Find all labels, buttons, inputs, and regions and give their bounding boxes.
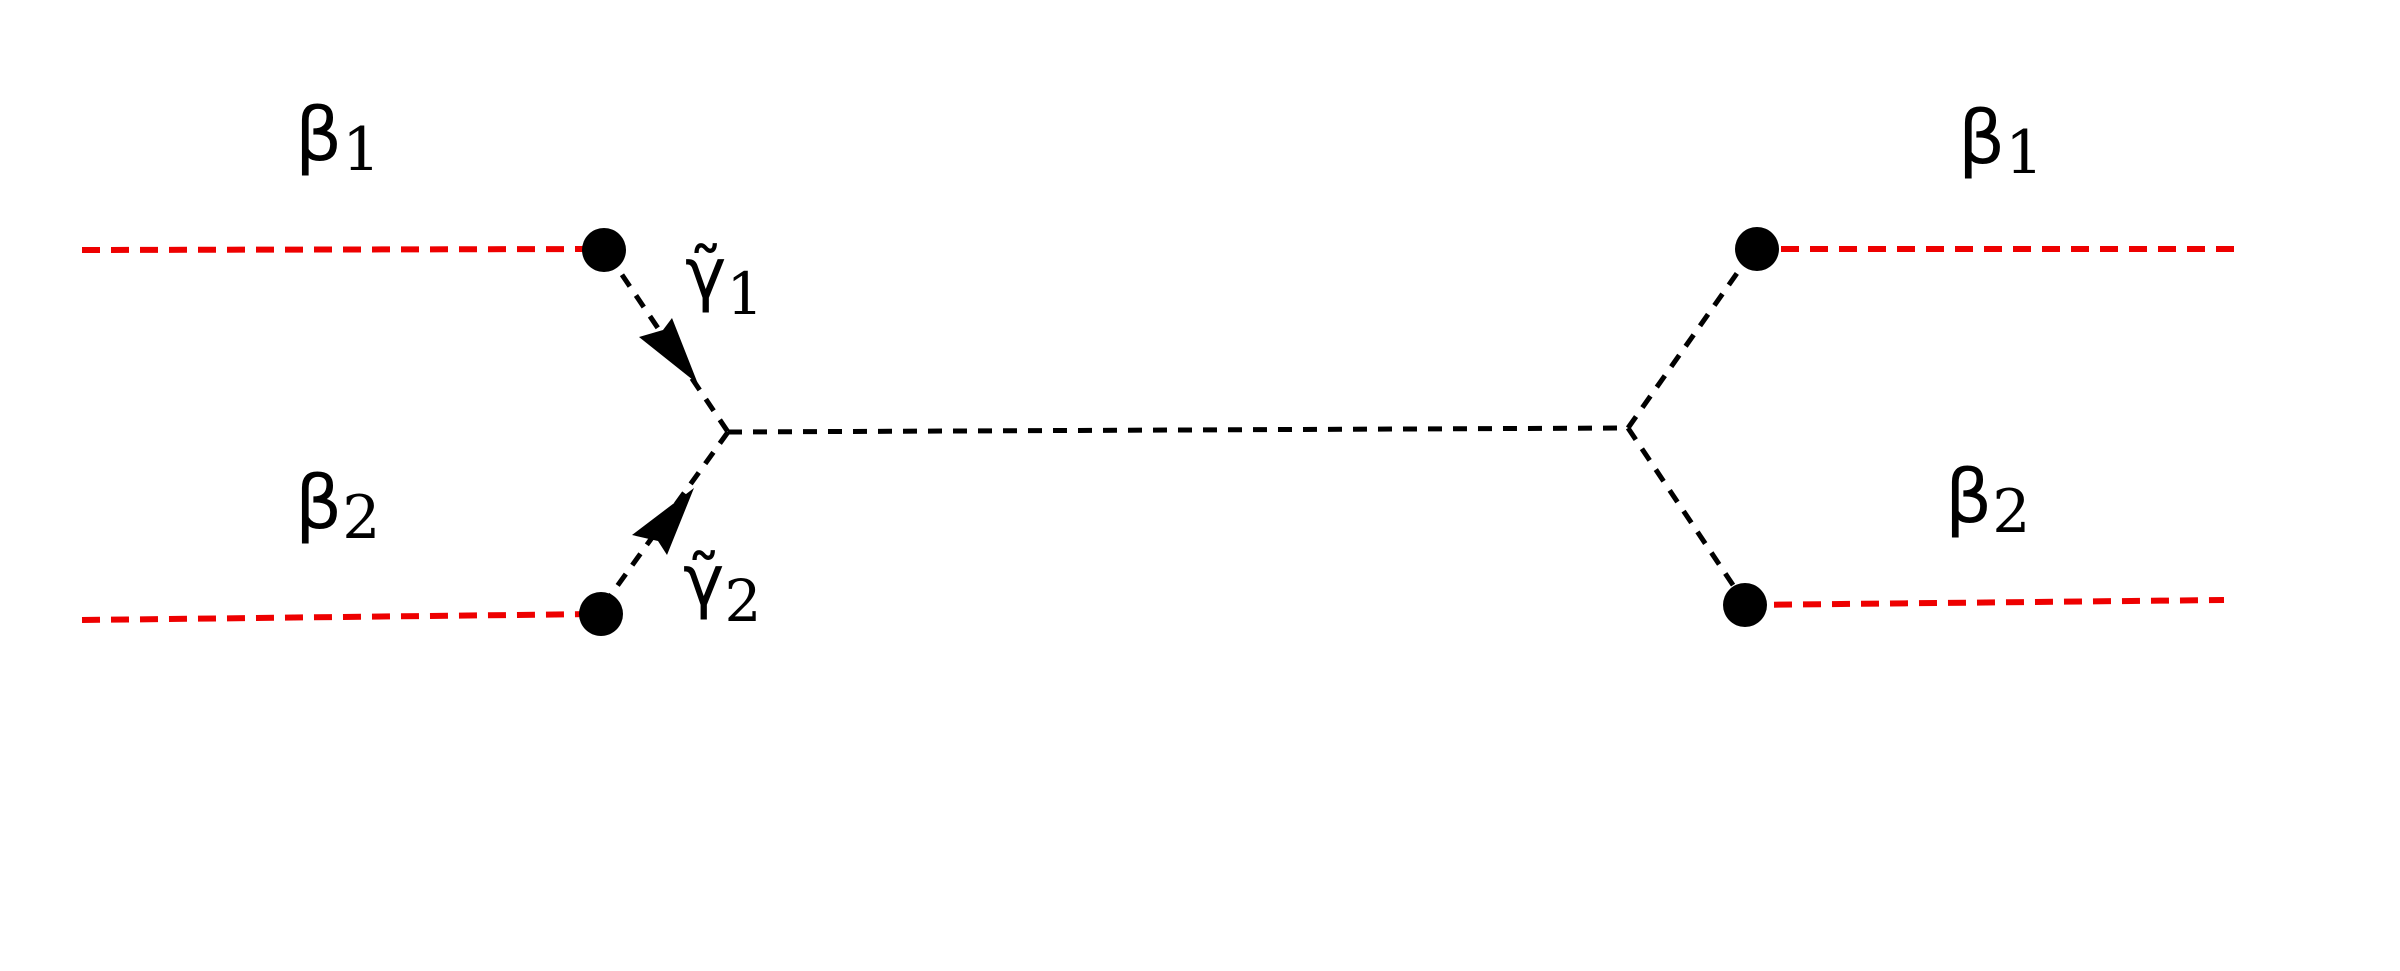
label-beta1-left: β1 (295, 92, 380, 185)
label-beta1-right: β1 (1958, 95, 2043, 188)
point-left-bottom (579, 592, 623, 636)
label-gamma1: γ̃1 (685, 233, 763, 328)
label-beta2-right: β2 (1945, 454, 2030, 547)
point-left-top (582, 228, 626, 272)
point-right-bottom (1723, 583, 1767, 627)
arrow-gamma2 (632, 488, 694, 555)
horizontal-segment (727, 425, 1629, 435)
left-bottom-branch-line (81, 611, 599, 623)
points (579, 227, 1779, 636)
branch-lines (81, 246, 2236, 623)
label-beta2-left: β2 (295, 460, 380, 553)
right-lower-leg (1625, 426, 1746, 602)
arrow-gamma1 (639, 318, 698, 384)
right-bottom-branch-line (1744, 597, 2225, 608)
point-right-top (1735, 227, 1779, 271)
label-gamma2: γ̃2 (683, 540, 761, 635)
left-top-branch-line (81, 246, 601, 253)
contour-lines (597, 250, 1755, 612)
right-upper-leg (1625, 250, 1755, 430)
